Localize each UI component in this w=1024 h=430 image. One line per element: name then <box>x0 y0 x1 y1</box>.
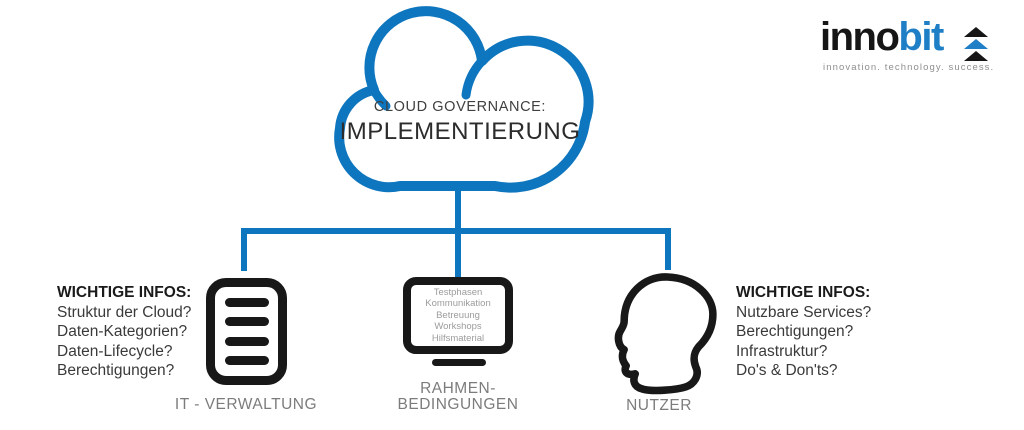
monitor-screen-item: Testphasen <box>433 286 483 298</box>
monitor-screen-item: Hilfsmaterial <box>431 332 485 344</box>
monitor-screen-item: Workshops <box>434 321 482 333</box>
document-line-bar <box>224 317 269 327</box>
rahmen-label-line2: BEDINGUNGEN <box>397 395 519 413</box>
left-info-item: Daten-Kategorien? <box>57 323 188 340</box>
triangle-up-black-bottom-icon <box>964 51 988 61</box>
monitor-icon: Testphasen Kommunikation Betreuung Works… <box>403 277 513 354</box>
left-info-item: Struktur der Cloud? <box>57 303 192 321</box>
cloud-notch-right-stroke <box>461 56 487 100</box>
monitor-screen-item: Betreuung <box>436 309 480 321</box>
rahmen-label-line1: RAHMEN- <box>420 380 496 397</box>
logo-triangles-icon <box>964 27 988 61</box>
connector-branches <box>241 228 671 271</box>
monitor-screen-item: Kommunikation <box>425 298 491 310</box>
triangle-up-black-top-icon <box>964 27 988 37</box>
left-info-block: WICHTIGE INFOS: Struktur der Cloud? Date… <box>57 283 191 381</box>
triangle-up-blue-icon <box>964 39 988 49</box>
right-info-title: WICHTIGE INFOS: <box>736 284 871 301</box>
monitor-stand <box>432 359 486 366</box>
right-info-item: Infrastruktur? <box>736 342 828 360</box>
cloud-title-line1: CLOUD GOVERNANCE: <box>373 99 547 115</box>
document-icon <box>206 278 287 385</box>
rahmenbedingungen-label: RAHMEN- BEDINGUNGEN <box>378 381 538 412</box>
left-info-title: WICHTIGE INFOS: <box>57 284 192 301</box>
document-line-bar <box>224 298 269 307</box>
right-info-block: WICHTIGE INFOS: Nutzbare Services? Berec… <box>736 283 871 381</box>
logo-text-bit: bit <box>898 15 944 59</box>
head-profile-outline <box>614 273 717 395</box>
cloud-shape <box>334 6 594 193</box>
left-info-item: Daten-Lifecycle? <box>57 342 173 360</box>
right-info-item: Nutzbare Services? <box>736 303 872 321</box>
right-info-item: Berechtigungen? <box>736 323 854 340</box>
logo-tagline: innovation. technology. success. <box>823 62 995 73</box>
cloud-notch-left-stroke <box>369 85 391 111</box>
it-verwaltung-label: IT - VERWALTUNG <box>174 396 318 413</box>
head-profile-icon <box>614 273 717 395</box>
document-line-bar <box>224 355 269 365</box>
cloud-title: CLOUD GOVERNANCE: IMPLEMENTIERUNG <box>335 99 585 146</box>
innobit-logo: innobit <box>820 14 944 60</box>
left-info-item: Berechtigungen? <box>57 362 175 379</box>
nutzer-label: NUTZER <box>626 397 692 414</box>
cloud-title-line2: IMPLEMENTIERUNG <box>339 118 581 145</box>
document-line-bar <box>224 336 269 346</box>
right-info-item: Do's & Don'ts? <box>736 362 838 379</box>
logo-text-inno: inno <box>820 15 900 59</box>
